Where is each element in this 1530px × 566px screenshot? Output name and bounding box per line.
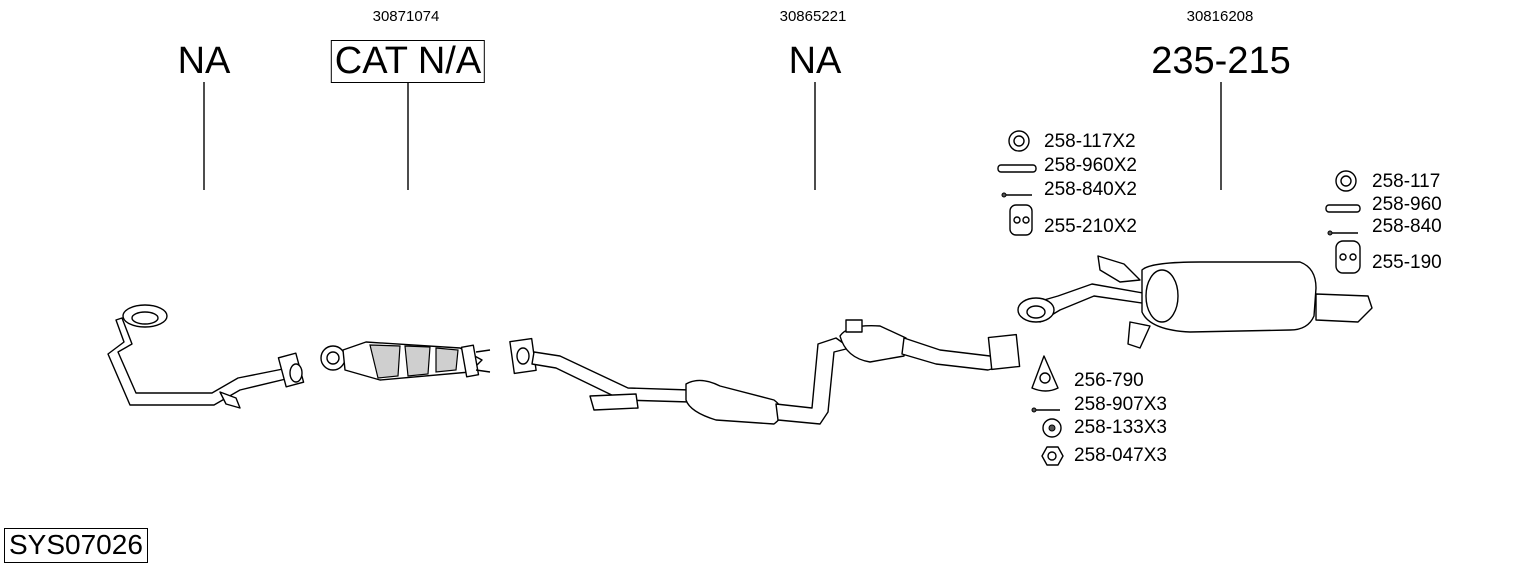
rubber-hanger-icon (1009, 204, 1033, 236)
bolt-icon (1001, 192, 1032, 198)
rubber-hanger-icon (1335, 240, 1361, 274)
washer-icon (1042, 418, 1062, 438)
section-label-rear-silencer: 235-215 (1151, 40, 1291, 82)
clamp-sleeve-icon (1325, 204, 1361, 213)
front-pipe-part (107, 304, 305, 409)
fitting-label-bolt-middle: 258-840X2 (1044, 179, 1137, 200)
fitting-label-nut: 258-047X3 (1074, 445, 1167, 466)
fitting-label-washer: 258-133X3 (1074, 417, 1167, 438)
fitting-label-bolt-rear: 258-840 (1372, 216, 1442, 237)
fitting-label-flange-gasket: 256-790 (1074, 370, 1144, 391)
catalyst-part (320, 341, 491, 381)
fitting-label-flange-bolt: 258-907X3 (1074, 394, 1167, 415)
fitting-label-ring-middle: 258-117X2 (1044, 131, 1136, 152)
fitting-label-ring-rear: 258-117 (1372, 171, 1441, 192)
gasket-ring-icon (1008, 130, 1030, 152)
bolt-icon (1327, 230, 1358, 236)
flange-gasket-icon (1031, 355, 1059, 392)
fitting-label-sleeve-rear: 258-960 (1372, 194, 1442, 215)
nut-icon (1041, 446, 1064, 466)
section-ref-catalyst: 30871074 (372, 8, 440, 25)
section-ref-middle-pipe: 30865221 (779, 8, 847, 25)
clamp-sleeve-icon (997, 164, 1037, 173)
bolt-icon (1031, 407, 1060, 413)
system-code: SYS07026 (4, 528, 148, 563)
middle-pipe-part (509, 319, 1021, 425)
section-label-middle-pipe: NA (788, 40, 842, 82)
rear-silencer-part (1017, 255, 1373, 349)
section-label-front-pipe: NA (177, 40, 231, 82)
section-ref-rear-silencer: 30816208 (1186, 8, 1254, 25)
fitting-label-hanger-rear: 255-190 (1372, 252, 1442, 273)
fitting-label-hanger-middle: 255-210X2 (1044, 216, 1137, 237)
fitting-label-sleeve-middle: 258-960X2 (1044, 155, 1137, 176)
gasket-ring-icon (1335, 170, 1357, 192)
